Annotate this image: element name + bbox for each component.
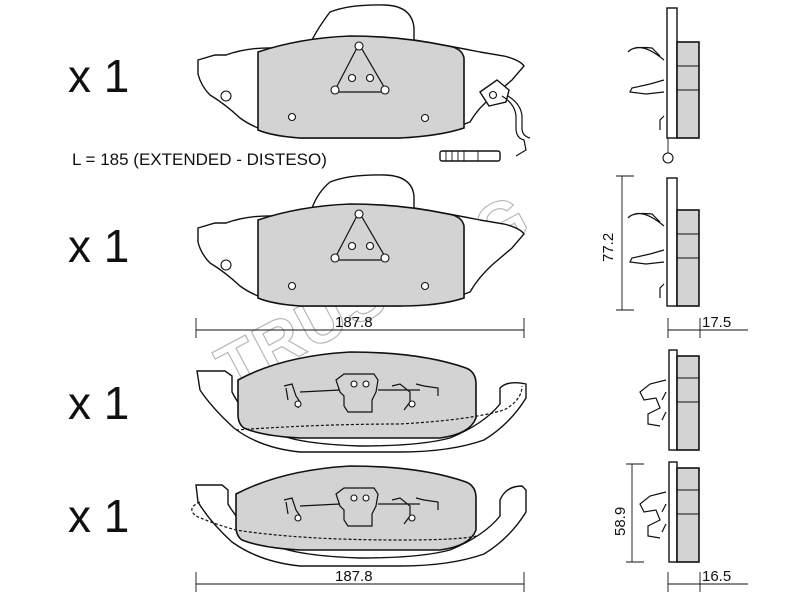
width-label-bottom: 187.8 bbox=[335, 568, 373, 585]
rivet-icon bbox=[330, 85, 340, 95]
width-dimension-top: 187.8 bbox=[195, 314, 525, 338]
thickness-dimension-top: 17.5 bbox=[667, 314, 748, 338]
side-view-4 bbox=[639, 461, 700, 563]
triangle-pad-1 bbox=[333, 42, 389, 93]
thickness-label-bottom: 16.5 bbox=[702, 568, 731, 585]
brake-pad-3-front-view bbox=[196, 351, 527, 453]
rivet-icon bbox=[365, 241, 375, 251]
rivet-icon bbox=[294, 400, 302, 408]
height-label-top: 77.2 bbox=[600, 233, 617, 262]
quantity-label-1: x 1 bbox=[68, 50, 129, 102]
spring-wire-4 bbox=[191, 501, 477, 541]
rivet-icon bbox=[294, 514, 302, 522]
rivet-icon bbox=[350, 494, 358, 502]
quantity-label-3: x 1 bbox=[68, 377, 129, 429]
rivet-icon bbox=[408, 400, 416, 408]
brake-pad-2-front-view bbox=[197, 174, 525, 307]
rivet-icon bbox=[354, 41, 364, 51]
quantity-label-2: x 1 bbox=[68, 220, 129, 272]
side-view-3 bbox=[639, 349, 700, 451]
sensor-connector-icon bbox=[662, 152, 674, 164]
brake-pad-1-front-view bbox=[197, 4, 531, 162]
mounting-hole-icon bbox=[220, 259, 232, 271]
spring-clip-4 bbox=[283, 487, 439, 527]
backing-plate-4 bbox=[195, 484, 527, 567]
backing-plate-3 bbox=[196, 370, 527, 453]
sensor-length-note: L = 185 (EXTENDED - DISTESO) bbox=[72, 150, 327, 169]
quantity-label-4: x 1 bbox=[68, 490, 129, 542]
rivet-icon bbox=[420, 113, 430, 123]
side-view-2 bbox=[627, 177, 700, 307]
rivet-icon bbox=[408, 514, 416, 522]
thickness-dimension-bottom: 16.5 bbox=[667, 568, 748, 592]
mounting-hole-icon bbox=[220, 90, 232, 102]
spring-wire-3 bbox=[235, 385, 523, 431]
width-label-top: 187.8 bbox=[335, 314, 373, 331]
rivet-icon bbox=[354, 209, 364, 219]
height-label-bottom: 58.9 bbox=[612, 507, 629, 536]
friction-pad-4 bbox=[235, 465, 477, 551]
rivet-icon bbox=[380, 85, 390, 95]
friction-pad-1 bbox=[257, 35, 465, 139]
rivet-icon bbox=[380, 253, 390, 263]
friction-pad-2 bbox=[257, 203, 465, 307]
friction-pad-3 bbox=[237, 351, 477, 439]
side-view-1 bbox=[627, 7, 700, 164]
triangle-pad-2 bbox=[333, 210, 389, 261]
rivet-icon bbox=[362, 494, 370, 502]
rivet-icon bbox=[330, 253, 340, 263]
thickness-label-top: 17.5 bbox=[702, 314, 731, 331]
rivet-icon bbox=[287, 112, 297, 122]
rivet-icon bbox=[362, 380, 370, 388]
rivet-icon bbox=[350, 380, 358, 388]
height-dimension-bottom: 58.9 bbox=[612, 463, 644, 563]
rivet-icon bbox=[347, 241, 357, 251]
rivet-icon bbox=[420, 281, 430, 291]
rivet-icon bbox=[287, 281, 297, 291]
rivet-icon bbox=[365, 73, 375, 83]
height-dimension-top: 77.2 bbox=[600, 175, 634, 311]
brake-pad-4-front-view bbox=[191, 465, 527, 567]
width-dimension-bottom: 187.8 bbox=[195, 568, 525, 592]
wear-sensor-1 bbox=[439, 79, 531, 162]
rivet-icon bbox=[347, 73, 357, 83]
